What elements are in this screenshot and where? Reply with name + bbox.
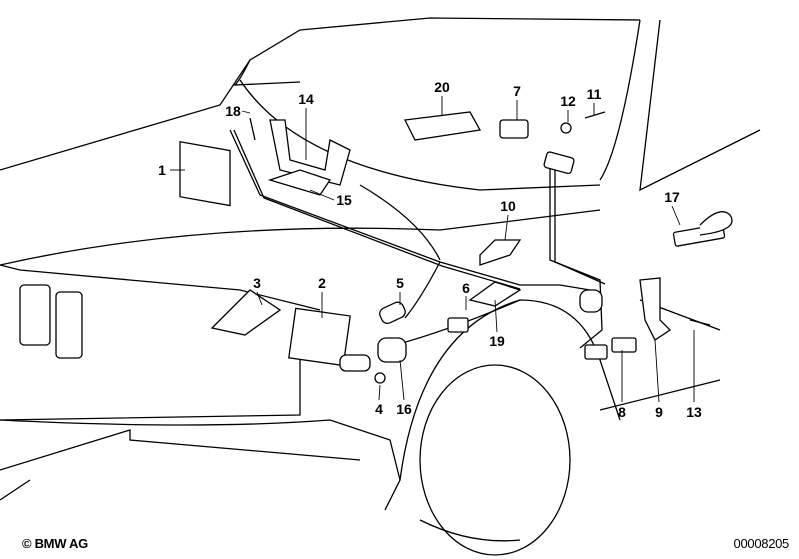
part-label-14[interactable]: 14 xyxy=(298,91,314,107)
part-label-10[interactable]: 10 xyxy=(500,198,516,214)
part-label-9[interactable]: 9 xyxy=(655,404,663,420)
part-label-7[interactable]: 7 xyxy=(513,83,521,99)
copyright-text: © BMW AG xyxy=(22,536,88,551)
part-label-17[interactable]: 17 xyxy=(664,189,680,205)
part-label-15[interactable]: 15 xyxy=(336,192,352,208)
wheel-arch xyxy=(399,299,621,556)
part-label-18[interactable]: 18 xyxy=(225,103,241,119)
part-label-4[interactable]: 4 xyxy=(375,401,383,417)
part-label-6[interactable]: 6 xyxy=(462,280,470,296)
part-label-8[interactable]: 8 xyxy=(618,404,626,420)
part-label-19[interactable]: 19 xyxy=(489,333,505,349)
part-label-3[interactable]: 3 xyxy=(253,275,261,291)
car-body-outline xyxy=(0,17,761,511)
part-label-20[interactable]: 20 xyxy=(434,79,450,95)
leader-lines xyxy=(170,96,695,403)
part-label-12[interactable]: 12 xyxy=(560,93,576,109)
part-label-2[interactable]: 2 xyxy=(318,275,326,291)
part-label-5[interactable]: 5 xyxy=(396,275,404,291)
parts xyxy=(179,111,733,384)
part-label-1[interactable]: 1 xyxy=(158,162,166,178)
part-label-13[interactable]: 13 xyxy=(686,404,702,420)
diagram-code: 00008205 xyxy=(733,536,790,551)
part-label-11[interactable]: 11 xyxy=(586,86,602,102)
part-label-16[interactable]: 16 xyxy=(396,401,412,417)
